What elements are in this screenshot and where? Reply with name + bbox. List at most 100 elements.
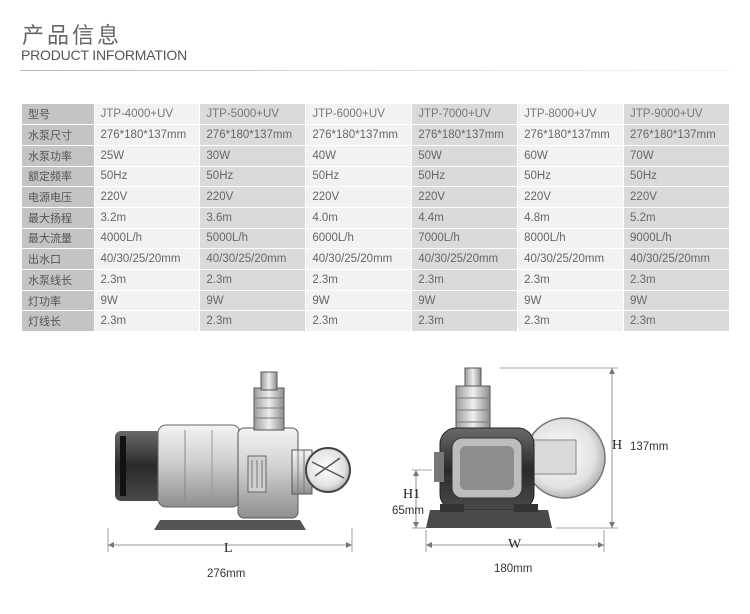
spec-model-header: JTP-4000+UV — [94, 104, 201, 126]
spec-cell: 276*180*137mm — [94, 124, 201, 146]
spec-cell: 25W — [94, 145, 201, 167]
length-value: 276mm — [207, 568, 246, 580]
spec-cell: 9W — [623, 290, 730, 312]
spec-cell: 9000L/h — [623, 228, 730, 250]
side-end-cap — [115, 431, 167, 501]
spec-cell: 2.3m — [411, 310, 519, 333]
pump-front-view — [426, 367, 606, 528]
height-value: 137mm — [630, 441, 669, 453]
spec-cell: 220V — [305, 186, 413, 208]
width-value: 180mm — [494, 563, 533, 575]
spec-cell: 2.3m — [623, 310, 730, 333]
spec-cell: 276*180*137mm — [517, 124, 625, 146]
inlet-height-value: 65mm — [392, 505, 424, 517]
spec-cell: 2.3m — [411, 269, 519, 291]
front-strainer — [524, 417, 606, 499]
spec-row-label: 电源电压 — [22, 186, 95, 208]
spec-cell: 9W — [94, 290, 201, 312]
spec-cell: 3.6m — [199, 207, 307, 229]
front-base — [426, 510, 552, 528]
spec-cell: 40/30/25/20mm — [517, 248, 625, 270]
spec-cell: 9W — [199, 290, 307, 312]
spec-cell: 2.3m — [199, 269, 307, 291]
spec-model-header: JTP-8000+UV — [517, 104, 625, 126]
spec-cell: 276*180*137mm — [305, 124, 413, 146]
spec-cell: 220V — [94, 186, 201, 208]
front-housing — [439, 427, 535, 511]
spec-cell: 4.4m — [411, 207, 519, 229]
spec-cell: 40/30/25/20mm — [199, 248, 307, 270]
spec-model-header: JTP-6000+UV — [305, 104, 413, 126]
spec-cell: 4000L/h — [94, 228, 201, 250]
spec-cell: 2.3m — [623, 269, 730, 291]
spec-cell: 276*180*137mm — [411, 124, 519, 146]
spec-row-label: 出水口 — [22, 248, 95, 270]
spec-cell: 4.8m — [517, 207, 625, 229]
spec-cell: 276*180*137mm — [623, 124, 730, 146]
height-dimension — [500, 367, 618, 529]
spec-cell: 50Hz — [199, 166, 307, 188]
page-title-en: PRODUCT INFORMATION — [21, 47, 188, 63]
spec-cell: 5000L/h — [199, 228, 307, 250]
spec-cell: 30W — [199, 145, 307, 167]
spec-cell: 50Hz — [411, 166, 519, 188]
spec-cell: 70W — [623, 145, 730, 167]
spec-cell: 2.3m — [199, 310, 307, 333]
spec-cell: 2.3m — [94, 269, 201, 291]
title-divider — [20, 70, 730, 71]
spec-row-label: 灯线长 — [22, 310, 95, 333]
page-title-cn: 产品信息 — [22, 24, 123, 49]
spec-cell: 2.3m — [517, 310, 625, 333]
spec-cell: 3.2m — [94, 207, 201, 229]
spec-cell: 5.2m — [623, 207, 730, 229]
inlet-height-letter: H1 — [403, 487, 421, 502]
spec-row-label: 最大扬程 — [22, 207, 95, 229]
spec-cell: 276*180*137mm — [199, 124, 307, 146]
spec-cell: 9W — [517, 290, 625, 312]
spec-row-label: 灯功率 — [22, 290, 95, 312]
spec-cell: 2.3m — [305, 310, 413, 333]
spec-cell: 40/30/25/20mm — [94, 248, 201, 270]
pump-side-view — [115, 371, 351, 530]
spec-cell: 40/30/25/20mm — [623, 248, 730, 270]
spec-cell: 9W — [411, 290, 519, 312]
side-body — [157, 424, 241, 508]
side-volute — [237, 427, 299, 519]
spec-cell: 9W — [305, 290, 413, 312]
spec-cell: 8000L/h — [517, 228, 625, 250]
spec-row-label: 水泵功率 — [22, 145, 95, 167]
spec-cell: 50Hz — [305, 166, 413, 188]
spec-model-header: JTP-7000+UV — [411, 104, 519, 126]
side-strainer — [305, 447, 351, 493]
spec-row-label: 水泵线长 — [22, 269, 95, 291]
spec-model-header: JTP-9000+UV — [623, 104, 730, 126]
spec-cell: 2.3m — [305, 269, 413, 291]
spec-cell: 220V — [517, 186, 625, 208]
spec-cell: 40W — [305, 145, 413, 167]
spec-cell: 60W — [517, 145, 625, 167]
spec-cell: 7000L/h — [411, 228, 519, 250]
spec-cell: 50Hz — [517, 166, 625, 188]
spec-row-label: 水泵尺寸 — [22, 124, 95, 146]
spec-cell: 50Hz — [94, 166, 201, 188]
spec-cell: 2.3m — [94, 310, 201, 333]
width-letter: W — [508, 537, 522, 552]
spec-cell: 50Hz — [623, 166, 730, 188]
spec-header-label: 型号 — [22, 104, 95, 126]
side-base — [154, 520, 306, 530]
spec-cell: 40/30/25/20mm — [411, 248, 519, 270]
spec-row-label: 额定频率 — [22, 166, 95, 188]
